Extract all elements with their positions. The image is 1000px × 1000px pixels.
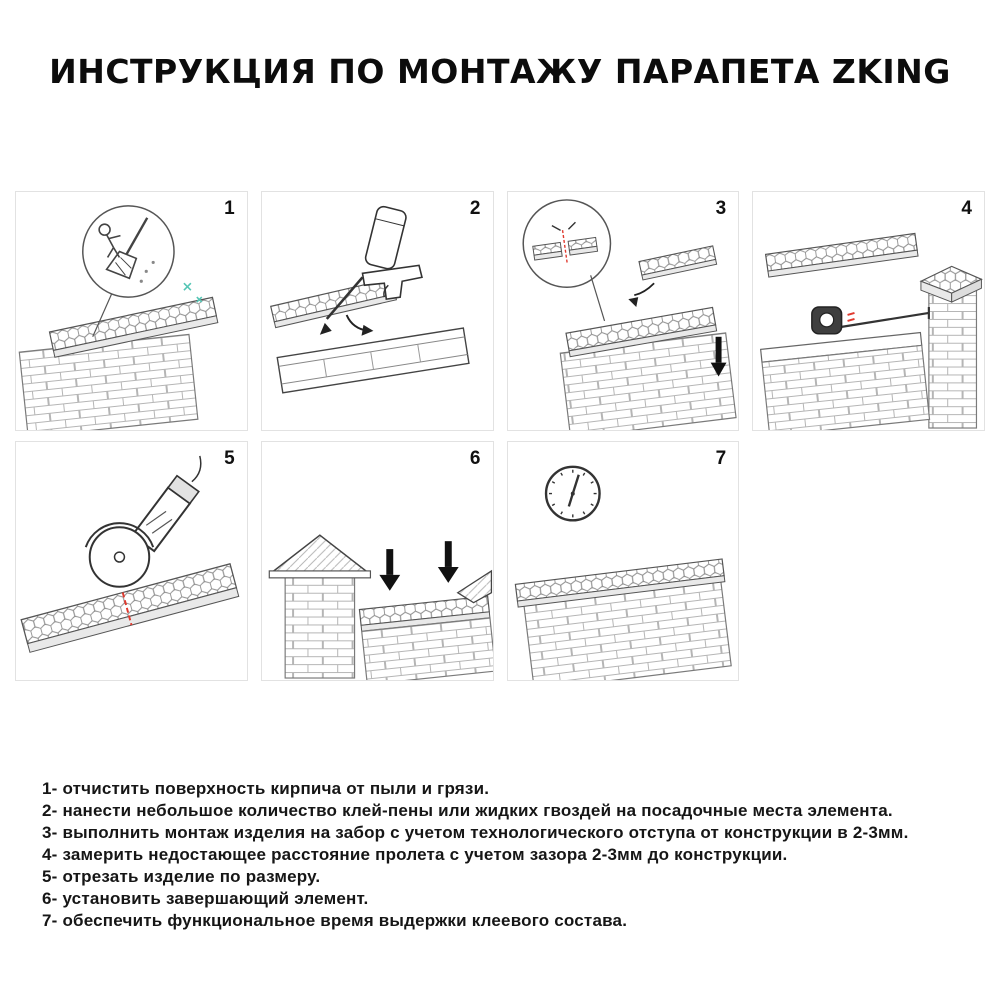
- apply-arrow-icon: [319, 322, 332, 335]
- grinder-icon: [84, 455, 202, 588]
- apply-foam-glue-illustration: [269, 205, 470, 394]
- gap-detail: [531, 221, 598, 264]
- step-text-5: 5- отрезать изделие по размеру.: [42, 867, 321, 886]
- broom-icon: [105, 217, 155, 283]
- install-final-element-illustration: [268, 534, 493, 680]
- empty-cell: [752, 441, 985, 681]
- down-arrow-icon: [379, 549, 400, 591]
- step-panel-5: 5: [15, 441, 248, 681]
- glue-curing-time-illustration: [514, 465, 732, 680]
- parapet-element: [564, 306, 717, 358]
- measure-remaining-span-illustration: [760, 232, 984, 430]
- parapet-element: [48, 296, 219, 358]
- panel-number: 1: [224, 198, 235, 219]
- step-text-2: 2- нанести небольшое количество клей-пен…: [42, 801, 893, 820]
- instruction-steps: 1- отчистить поверхность кирпича от пыли…: [42, 778, 1000, 932]
- person-figure: [98, 223, 121, 258]
- brick-pillar: [919, 265, 984, 429]
- mount-element-offset-illustration: [521, 199, 737, 430]
- page-title: ИНСТРУКЦИЯ ПО МОНТАЖУ ПАРАПЕТА ZKING: [49, 52, 951, 91]
- step-panel-3: 3: [506, 191, 740, 431]
- panel-number: 7: [715, 448, 727, 469]
- clean-brick-surface-illustration: [18, 205, 219, 430]
- clock-icon: [544, 465, 601, 522]
- foam-gun-icon: [325, 205, 423, 320]
- panel-number: 4: [961, 198, 972, 219]
- step-text-1: 1- отчистить поверхность кирпича от пыли…: [42, 779, 490, 798]
- step-text-4: 4- замерить недостающее расстояние проле…: [42, 845, 788, 864]
- element-underside: [276, 327, 470, 394]
- step-text-6: 6- установить завершающий элемент.: [42, 889, 369, 908]
- cut-element-to-size-illustration: [20, 455, 240, 653]
- step-text-7: 7- обеспечить функциональное время выдер…: [42, 911, 628, 930]
- place-arrow-icon: [627, 282, 655, 308]
- panel-number: 5: [224, 448, 235, 469]
- step-text-3: 3- выполнить монтаж изделия на забор с у…: [42, 823, 909, 842]
- spare-element: [765, 232, 919, 278]
- finished-wall: [514, 558, 732, 680]
- step-panels-grid: 1: [15, 191, 985, 681]
- zoom-circle: [521, 199, 611, 288]
- flip-arrow-icon: [345, 314, 374, 336]
- tape-measure-icon: [811, 306, 931, 335]
- element-top-view: [269, 277, 397, 329]
- new-element: [637, 245, 717, 281]
- wall-ledge: [760, 331, 931, 430]
- panel-number: 6: [469, 448, 481, 469]
- step-panel-1: 1: [15, 191, 248, 431]
- step-panel-4: 4: [752, 191, 985, 431]
- cut-line: [121, 592, 133, 626]
- down-arrow-icon: [437, 541, 459, 583]
- corner-roof: [456, 569, 492, 604]
- step-panel-7: 7: [506, 441, 740, 681]
- brick-wall: [18, 333, 199, 430]
- roof-pillar: [268, 534, 371, 679]
- step-panel-2: 2: [260, 191, 494, 431]
- leader-line: [92, 293, 113, 338]
- panel-number: 2: [469, 198, 481, 219]
- down-arrow-icon: [710, 336, 727, 377]
- panel-number: 3: [715, 198, 727, 219]
- leader-line: [589, 275, 605, 322]
- wall-parapet: [358, 595, 493, 680]
- step-panel-6: 6: [260, 441, 494, 681]
- parapet-element: [20, 563, 240, 653]
- sparkle-marks: [183, 282, 203, 303]
